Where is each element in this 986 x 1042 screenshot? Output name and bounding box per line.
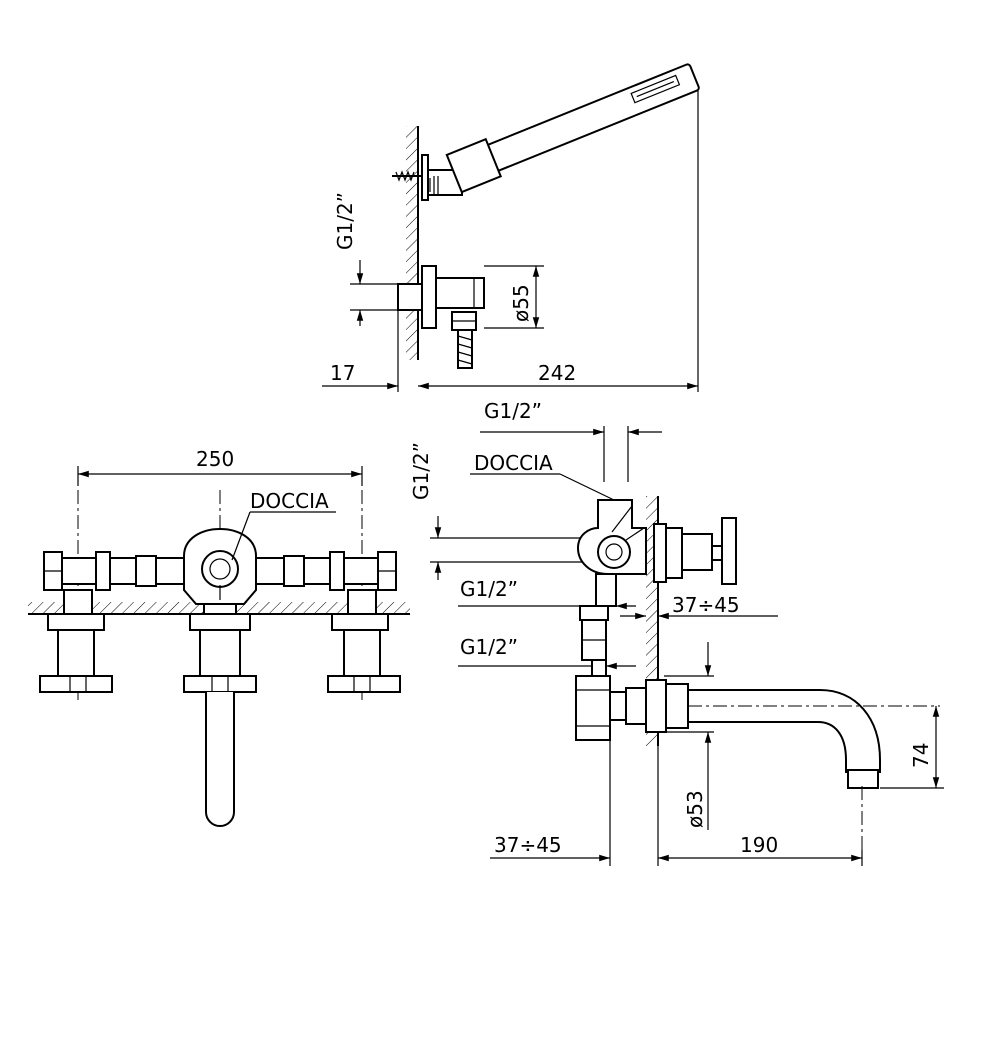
spout-190-label: 190 xyxy=(740,833,778,857)
side-g12-mid-label: G1/2” xyxy=(460,577,518,601)
range-37-45-right-label: 37÷45 xyxy=(672,593,740,617)
doccia-side-label: DOCCIA xyxy=(474,451,553,475)
spout-diameter-label: ø53 xyxy=(683,790,707,828)
height-74-label: 74 xyxy=(909,743,933,768)
hand-shower-view: G1/2” ø55 17 242 xyxy=(322,63,700,392)
range-37-45-bottom-label: 37÷45 xyxy=(494,833,562,857)
length-242-label: 242 xyxy=(538,361,576,385)
width-250-label: 250 xyxy=(196,447,234,471)
side-view: G1/2” G1/2” DOCCIA G1/2” 37÷45 xyxy=(409,399,944,866)
front-view: 250 DOCCIA xyxy=(28,447,410,827)
hand-shower-g12-label: G1/2” xyxy=(333,192,357,250)
side-g12-vertical-label: G1/2” xyxy=(409,442,433,500)
outlet-diameter-label: ø55 xyxy=(509,284,533,322)
doccia-front-label: DOCCIA xyxy=(250,489,329,513)
side-g12-low-label: G1/2” xyxy=(460,635,518,659)
wall-depth-label: 17 xyxy=(330,361,355,385)
side-g12-top-label: G1/2” xyxy=(484,399,542,423)
